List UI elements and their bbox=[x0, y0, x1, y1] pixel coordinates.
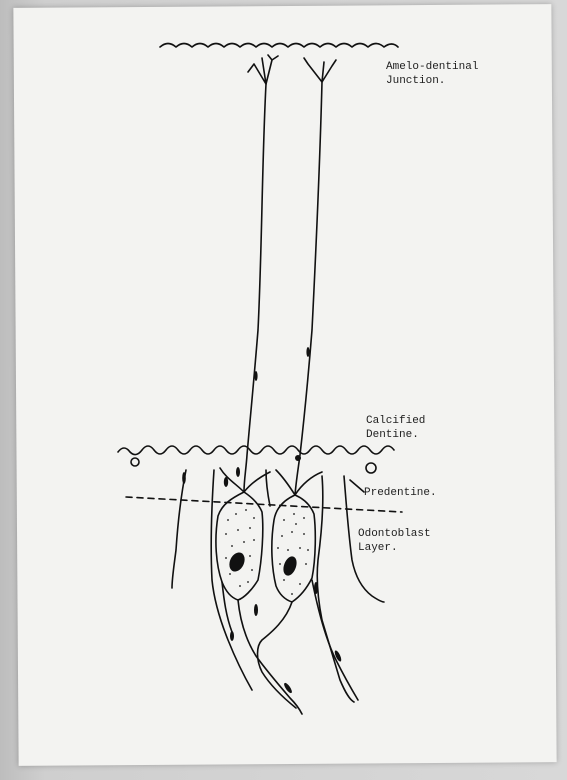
process-varicosity bbox=[295, 455, 301, 461]
right-process-branch bbox=[304, 58, 336, 82]
predentine-line bbox=[126, 497, 402, 512]
right-process-a bbox=[317, 476, 354, 702]
process-varicosity bbox=[254, 371, 257, 381]
process-varicosity bbox=[224, 477, 228, 487]
dentine-globule bbox=[366, 463, 376, 473]
predentine-leader bbox=[350, 480, 364, 492]
process-varicosity bbox=[236, 467, 240, 477]
dentine-globule bbox=[131, 458, 139, 466]
left-cell-nucleus bbox=[226, 550, 247, 574]
cell-stipple bbox=[225, 509, 309, 595]
label-line: Amelo-dentinal bbox=[386, 61, 478, 73]
lateral-branch bbox=[220, 468, 322, 506]
label-line: Layer. bbox=[358, 542, 398, 554]
right-odontoblast-process bbox=[295, 82, 322, 495]
left-process-branch bbox=[248, 55, 278, 84]
label-line: Dentine. bbox=[366, 429, 419, 441]
label-odontoblast-layer: Odontoblast Layer. bbox=[358, 527, 431, 555]
label-predentine: Predentine. bbox=[364, 486, 437, 500]
label-line: Junction. bbox=[386, 75, 445, 87]
left-cell-tail bbox=[238, 600, 302, 714]
label-line: Odontoblast bbox=[358, 528, 431, 540]
left-tail bbox=[222, 582, 232, 632]
far-left-process bbox=[172, 470, 186, 588]
calcified-dentine-boundary bbox=[118, 446, 394, 455]
label-amelo-dentinal-junction: Amelo-dentinal Junction. bbox=[386, 60, 478, 88]
left-odontoblast-process bbox=[244, 84, 266, 492]
right-cell-nucleus bbox=[281, 555, 299, 578]
process-varicosity bbox=[230, 631, 234, 641]
process-varicosity bbox=[182, 472, 186, 484]
process-varicosity bbox=[314, 582, 318, 594]
process-varicosity bbox=[254, 604, 258, 616]
amelo-dentinal-junction-line bbox=[160, 44, 398, 48]
label-line: Calcified bbox=[366, 415, 425, 427]
label-calcified-dentine: Calcified Dentine. bbox=[366, 414, 425, 442]
process-varicosity bbox=[306, 347, 309, 357]
